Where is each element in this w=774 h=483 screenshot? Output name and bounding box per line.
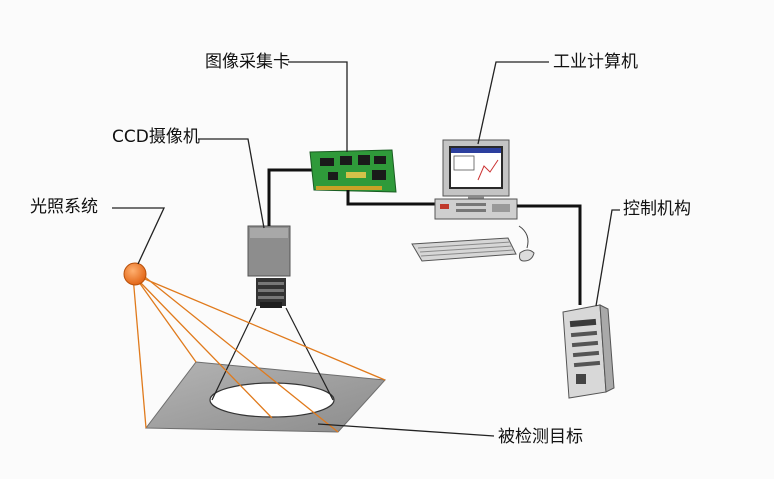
ccd-camera bbox=[247, 225, 291, 308]
light-source bbox=[123, 262, 147, 286]
label-control-unit: 控制机构 bbox=[623, 199, 691, 219]
industrial-computer bbox=[411, 139, 535, 262]
label-industrial-pc: 工业计算机 bbox=[553, 52, 638, 72]
leader-lines bbox=[112, 61, 620, 437]
label-lighting-system: 光照系统 bbox=[30, 197, 98, 217]
label-target: 被检测目标 bbox=[498, 427, 583, 447]
pc-to-control-cable bbox=[517, 204, 582, 305]
label-capture-card: 图像采集卡 bbox=[205, 52, 290, 72]
label-ccd-camera: CCD摄像机 bbox=[112, 127, 200, 147]
light-rays bbox=[132, 272, 386, 433]
control-unit bbox=[562, 304, 615, 399]
card-to-pc-cable bbox=[346, 190, 440, 206]
capture-card bbox=[309, 149, 397, 193]
camera-cable bbox=[267, 168, 312, 226]
target-ellipse bbox=[209, 382, 335, 418]
